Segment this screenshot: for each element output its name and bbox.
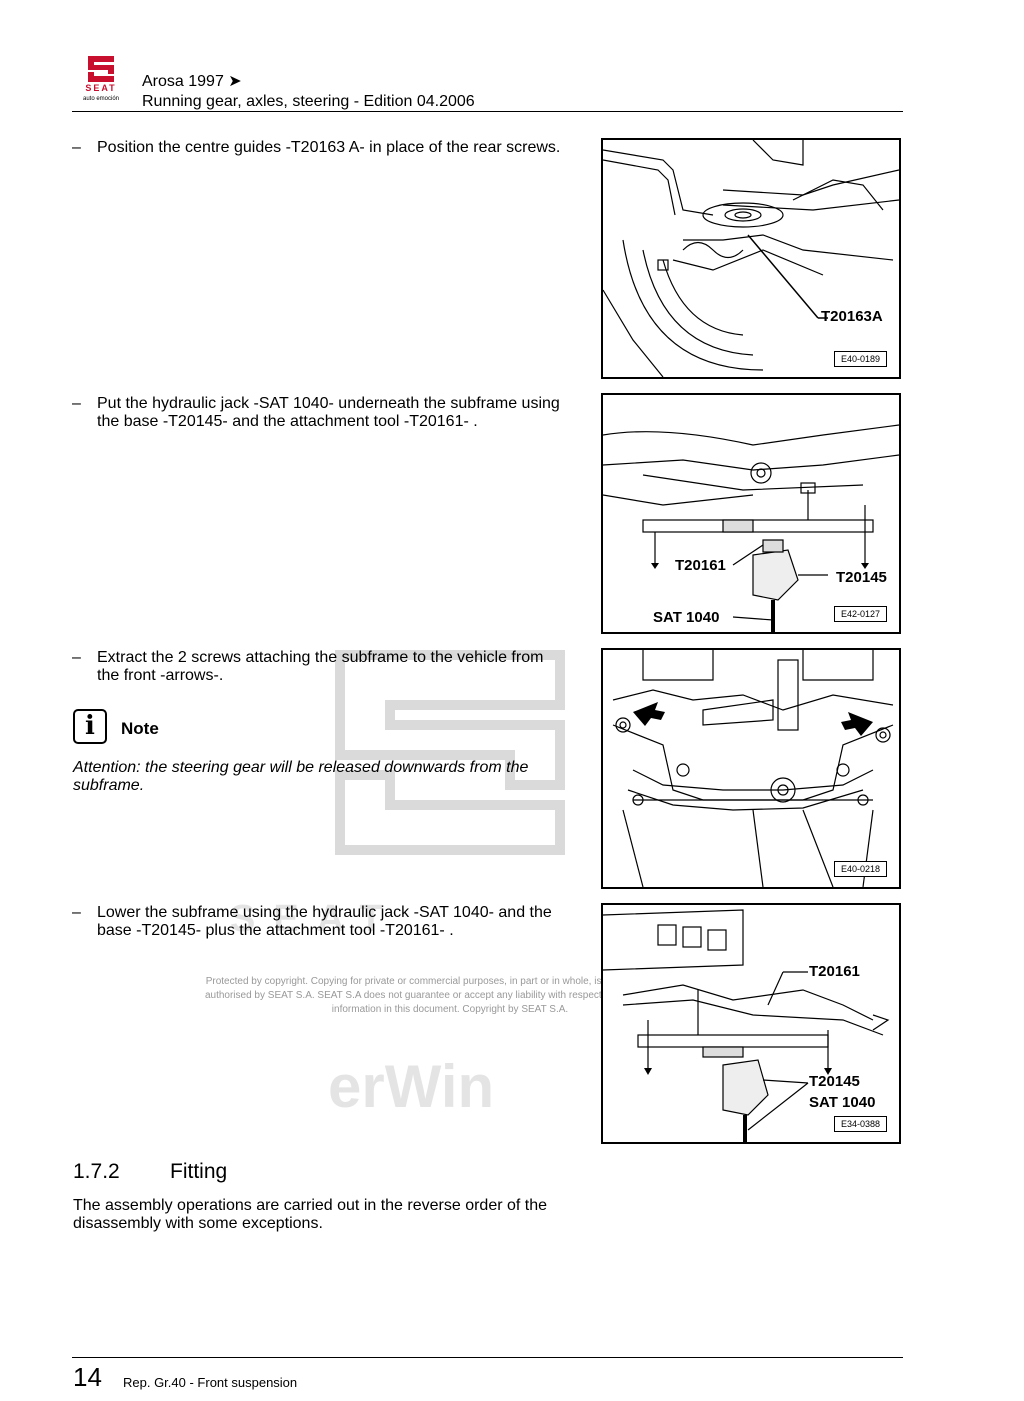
- section-title: Fitting: [170, 1160, 228, 1183]
- callout-label: SAT 1040: [809, 1094, 876, 1111]
- figure-1-drawing: [603, 140, 899, 377]
- figure-code: E40-0218: [833, 861, 887, 877]
- logo-text: SEAT: [85, 83, 116, 93]
- figure-hydraulic-jack: T20161 T20145 SAT 1040 E42-0127: [601, 393, 901, 634]
- step-4: – Lower the subframe using the hydraulic…: [72, 904, 567, 940]
- callout-label: T20163A: [821, 308, 883, 325]
- seat-logo: SEAT auto emoción: [83, 56, 119, 102]
- step-dash: –: [72, 139, 81, 156]
- copyright-watermark: Protected by copyright. Copying for priv…: [204, 976, 696, 1015]
- figure-code: E34-0388: [833, 1116, 887, 1132]
- step-text: Lower the subframe using the hydraulic j…: [97, 904, 552, 939]
- figure-lower-subframe: T20161 T20145 SAT 1040 E34-0388: [601, 903, 901, 1144]
- section-heading: 1.7.2 Fitting: [73, 1160, 227, 1184]
- figure-3-drawing: [612, 650, 894, 887]
- info-icon: i: [73, 709, 107, 744]
- figure-code: E42-0127: [833, 606, 887, 622]
- logo-tagline: auto emoción: [83, 96, 119, 102]
- note-text: Attention: the steering gear will be rel…: [73, 759, 529, 794]
- footer-chapter: Rep. Gr.40 - Front suspension: [123, 1375, 298, 1390]
- note-label: Note: [121, 719, 159, 738]
- header-rule: [72, 111, 903, 112]
- callout-label: T20145: [809, 1073, 860, 1090]
- page-number: 14: [73, 1362, 102, 1392]
- section-number: 1.7.2: [73, 1160, 120, 1183]
- callout-label: T20145: [836, 569, 887, 586]
- callout-label: T20161: [675, 557, 726, 574]
- callout-label: T20161: [809, 963, 860, 980]
- figure-subframe-screws: E40-0218: [601, 648, 901, 889]
- header-title: Arosa 1997 ➤: [142, 73, 242, 90]
- seat-watermark-logo: [335, 650, 565, 855]
- callout-label: SAT 1040: [653, 609, 720, 626]
- figure-centre-guides: T20163A E40-0189: [601, 138, 901, 379]
- step-dash: –: [72, 649, 81, 666]
- figure-2-drawing: [603, 424, 899, 632]
- step-dash: –: [72, 904, 81, 921]
- step-3: – Extract the 2 screws attaching the sub…: [72, 649, 567, 685]
- step-1: – Position the centre guides -T20163 A- …: [72, 139, 567, 157]
- step-dash: –: [72, 395, 81, 412]
- erwin-watermark: erWin: [328, 1053, 495, 1120]
- figure-4-drawing: [603, 909, 890, 1142]
- step-text: Position the centre guides -T20163 A- in…: [97, 139, 561, 156]
- footer-rule: [72, 1357, 903, 1358]
- section-body: The assembly operations are carried out …: [73, 1197, 548, 1232]
- step-text: Put the hydraulic jack -SAT 1040- undern…: [97, 395, 560, 430]
- step-text: Extract the 2 screws attaching the subfr…: [97, 649, 544, 684]
- header-subtitle: Running gear, axles, steering - Edition …: [142, 93, 475, 110]
- watermark-word: SEAT: [230, 898, 401, 940]
- step-2: – Put the hydraulic jack -SAT 1040- unde…: [72, 395, 567, 431]
- figure-code: E40-0189: [833, 351, 887, 367]
